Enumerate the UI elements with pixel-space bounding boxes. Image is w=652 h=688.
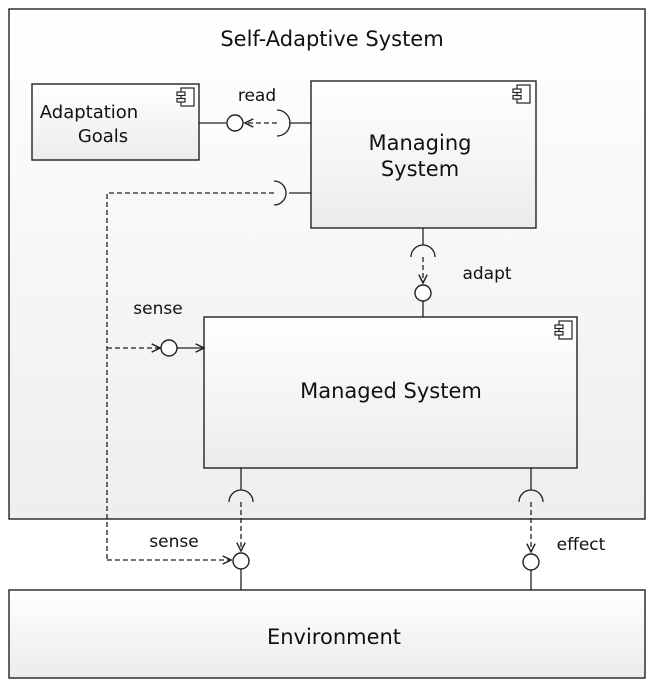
managed-sense-interface <box>160 339 178 357</box>
goals-provided-interface <box>226 114 244 132</box>
adaptation-goals-label-2: Goals <box>78 126 128 147</box>
managed-system-label: Managed System <box>300 379 482 403</box>
adapt-connector: adapt <box>410 228 512 317</box>
effect-interface <box>522 553 540 571</box>
adaptation-goals-label-1: Adaptation <box>40 102 138 123</box>
managing-system-label-1: Managing <box>369 131 472 155</box>
sense-inner-label: sense <box>133 299 182 319</box>
sense-outer-label: sense <box>149 532 198 552</box>
managing-system-label-2: System <box>381 157 459 181</box>
adaptation-goals-component: Adaptation Goals <box>31 83 200 161</box>
effect-label: effect <box>557 535 606 555</box>
read-label: read <box>238 86 276 106</box>
effect-socket <box>518 489 544 503</box>
adapt-label: adapt <box>462 264 511 284</box>
sense-connector-internal: sense <box>106 180 311 560</box>
managed-system-component: Managed System <box>203 316 578 469</box>
env-sense-interface <box>232 552 250 570</box>
read-connector: read <box>199 86 311 137</box>
sense-socket <box>273 180 287 206</box>
adapt-interface <box>414 284 432 302</box>
managing-system-component: Managing System <box>310 80 537 229</box>
self-adaptive-system-title: Self-Adaptive System <box>220 27 443 51</box>
environment-component: Environment <box>8 589 646 679</box>
adapt-socket <box>410 244 436 258</box>
environment-label: Environment <box>267 625 401 649</box>
effect-connector: effect <box>518 468 606 590</box>
sense-connector-environment: sense <box>107 468 254 590</box>
env-sense-socket <box>228 489 254 503</box>
